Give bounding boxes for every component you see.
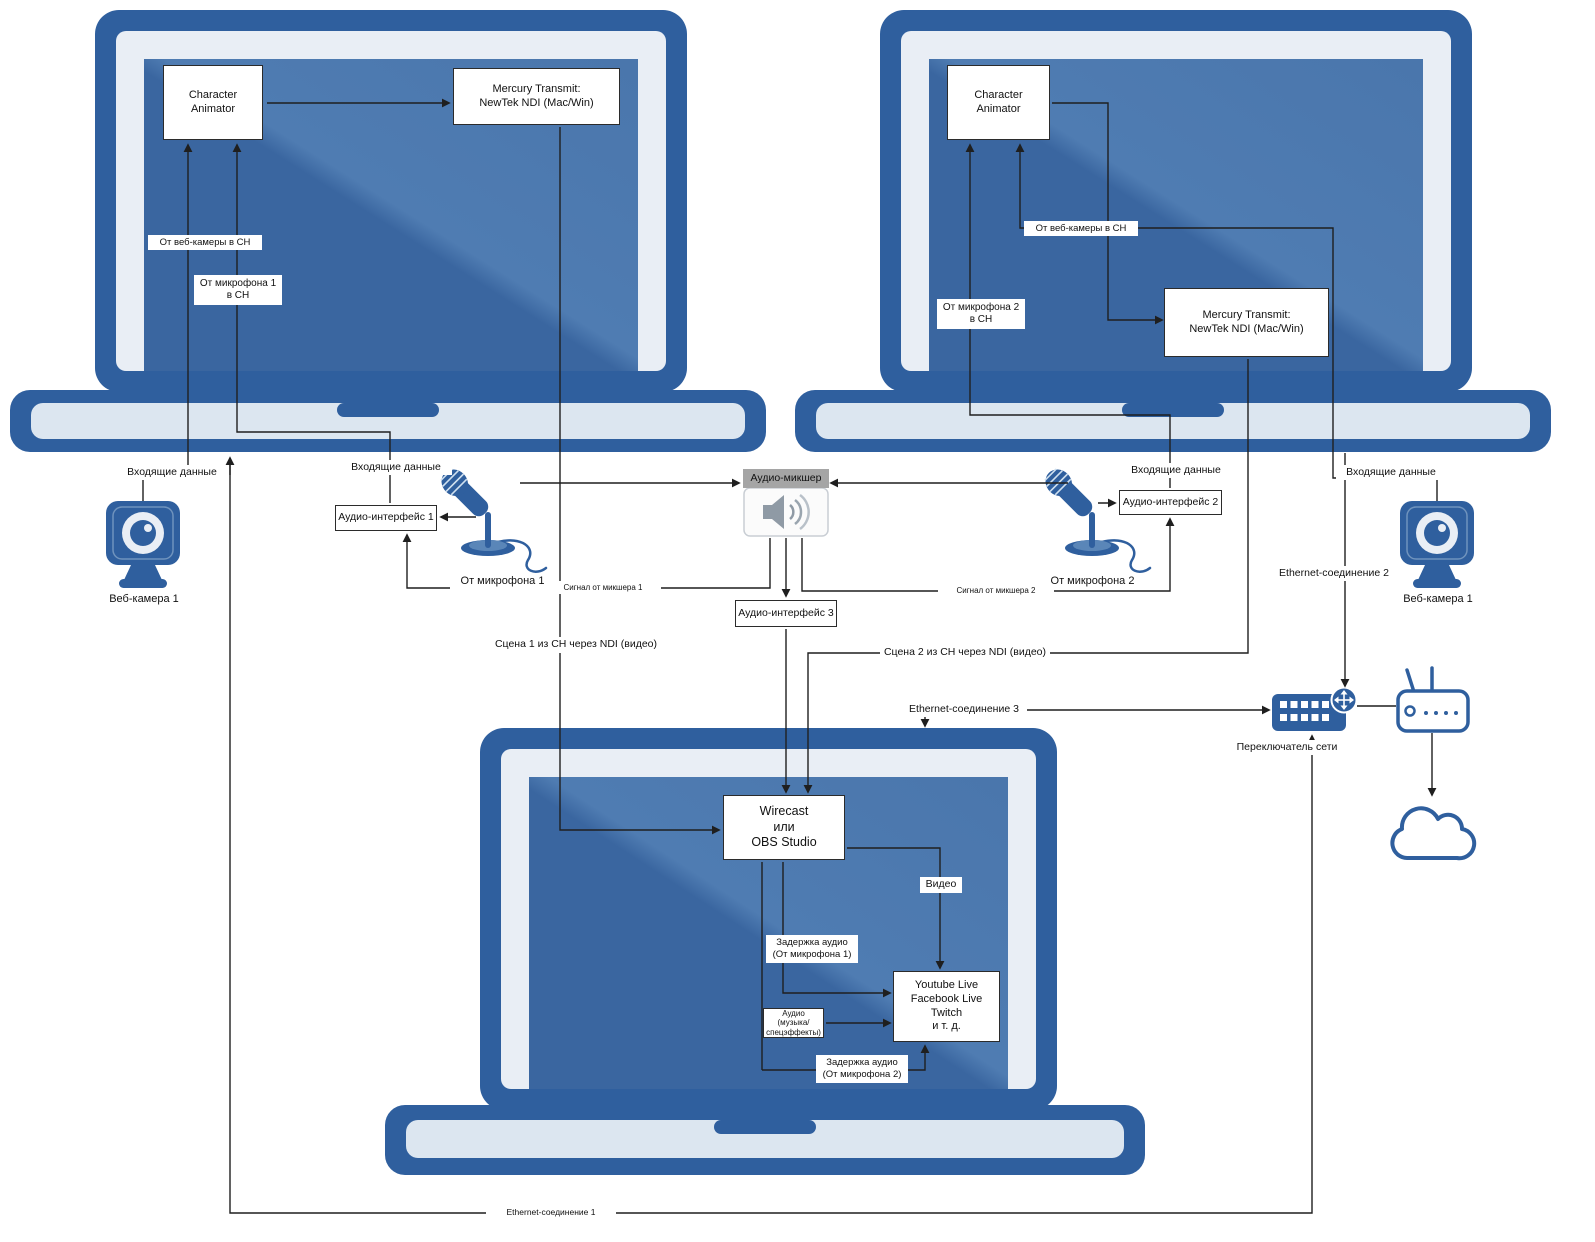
network-switch-label: Переключатель сети xyxy=(1228,740,1346,755)
wirecast-obs-box: Wirecast или OBS Studio xyxy=(723,795,845,860)
scene-2-ndi-label: Сцена 2 из CH через NDI (видео) xyxy=(880,645,1050,661)
webcam-2-label: Веб-камера 1 xyxy=(1396,592,1480,607)
from-webcam-ch-label-left: От веб-камеры в CH xyxy=(148,235,262,250)
audio-interface-3-box: Аудио-интерфейс 3 xyxy=(735,600,837,627)
audio-interface-2-box: Аудио-интерфейс 2 xyxy=(1119,490,1222,515)
incoming-data-label-mic1: Входящие данные xyxy=(340,460,452,475)
microphone-1-label: От микрофона 1 xyxy=(450,574,555,589)
incoming-data-label-webcam2: Входящие данные xyxy=(1336,465,1446,480)
audio-interface-1-box: Аудио-интерфейс 1 xyxy=(335,505,437,531)
character-animator-box-left: Character Animator xyxy=(163,65,263,140)
audio-fx-box: Аудио (музыка/ спецэффекты) xyxy=(763,1008,824,1038)
connector-ca2-to-mercury2 xyxy=(1052,102,1164,325)
laptop-left xyxy=(10,10,766,452)
laptop-right xyxy=(795,10,1551,452)
webcam-1-icon xyxy=(105,500,181,589)
webcam-1-label: Веб-камера 1 xyxy=(102,592,186,607)
cloud-icon xyxy=(1390,806,1477,861)
speaker-icon xyxy=(763,493,810,531)
incoming-data-label-webcam1: Входящие данные xyxy=(116,465,228,480)
ethernet-3-label: Ethernet-соединение 3 xyxy=(901,702,1027,717)
incoming-data-label-mic2: Входящие данные xyxy=(1120,463,1232,478)
from-mic2-ch-label: От микрофона 2 в CH xyxy=(937,299,1025,329)
connector-ethernet1 xyxy=(229,458,1317,1214)
microphone-1-icon xyxy=(434,462,548,573)
audio-mixer-label: Аудио-микшер xyxy=(743,469,829,488)
mixer-signal-1-label: Сигнал от микшера 1 xyxy=(545,581,661,594)
connector-mercury1-to-wirecast xyxy=(559,127,721,835)
from-mic1-ch-label: От микрофона 1 в CH xyxy=(194,275,282,305)
ethernet-2-label: Ethernet-соединение 2 xyxy=(1270,566,1398,581)
mercury-transmit-box-left: Mercury Transmit: NewTek NDI (Mac/Win) xyxy=(453,68,620,125)
router-icon xyxy=(1396,666,1470,733)
ethernet-1-label: Ethernet-соединение 1 xyxy=(486,1206,616,1219)
webcam-2-icon xyxy=(1399,500,1475,589)
scene-1-ndi-label: Сцена 1 из CH через NDI (видео) xyxy=(490,637,662,653)
mixer-signal-2-label: Сигнал от микшера 2 xyxy=(938,584,1054,597)
microphone-2-label: От микрофона 2 xyxy=(1040,574,1145,589)
connector-audio-delay1 xyxy=(782,862,892,998)
connector-wirecast-video xyxy=(847,847,945,970)
audio-mixer-icon xyxy=(743,487,829,537)
connector-iface2-to-ca2 xyxy=(965,143,1171,488)
streaming-services-box: Youtube Live Facebook Live Twitch и т. д… xyxy=(893,971,1000,1042)
microphone-2-icon xyxy=(1038,462,1152,573)
from-webcam-ch-label-right: От веб-камеры в CH xyxy=(1024,221,1138,236)
video-label: Видео xyxy=(920,877,962,893)
audio-delay-2-label: Задержка аудио (От микрофона 2) xyxy=(816,1055,908,1083)
network-switch-icon xyxy=(1272,686,1358,731)
connector-webcam2-to-ca2 xyxy=(1015,143,1438,501)
mercury-transmit-box-right: Mercury Transmit: NewTek NDI (Mac/Win) xyxy=(1164,288,1329,357)
audio-delay-1-label: Задержка аудио (От микрофона 1) xyxy=(766,935,858,963)
character-animator-box-right: Character Animator xyxy=(947,65,1050,140)
